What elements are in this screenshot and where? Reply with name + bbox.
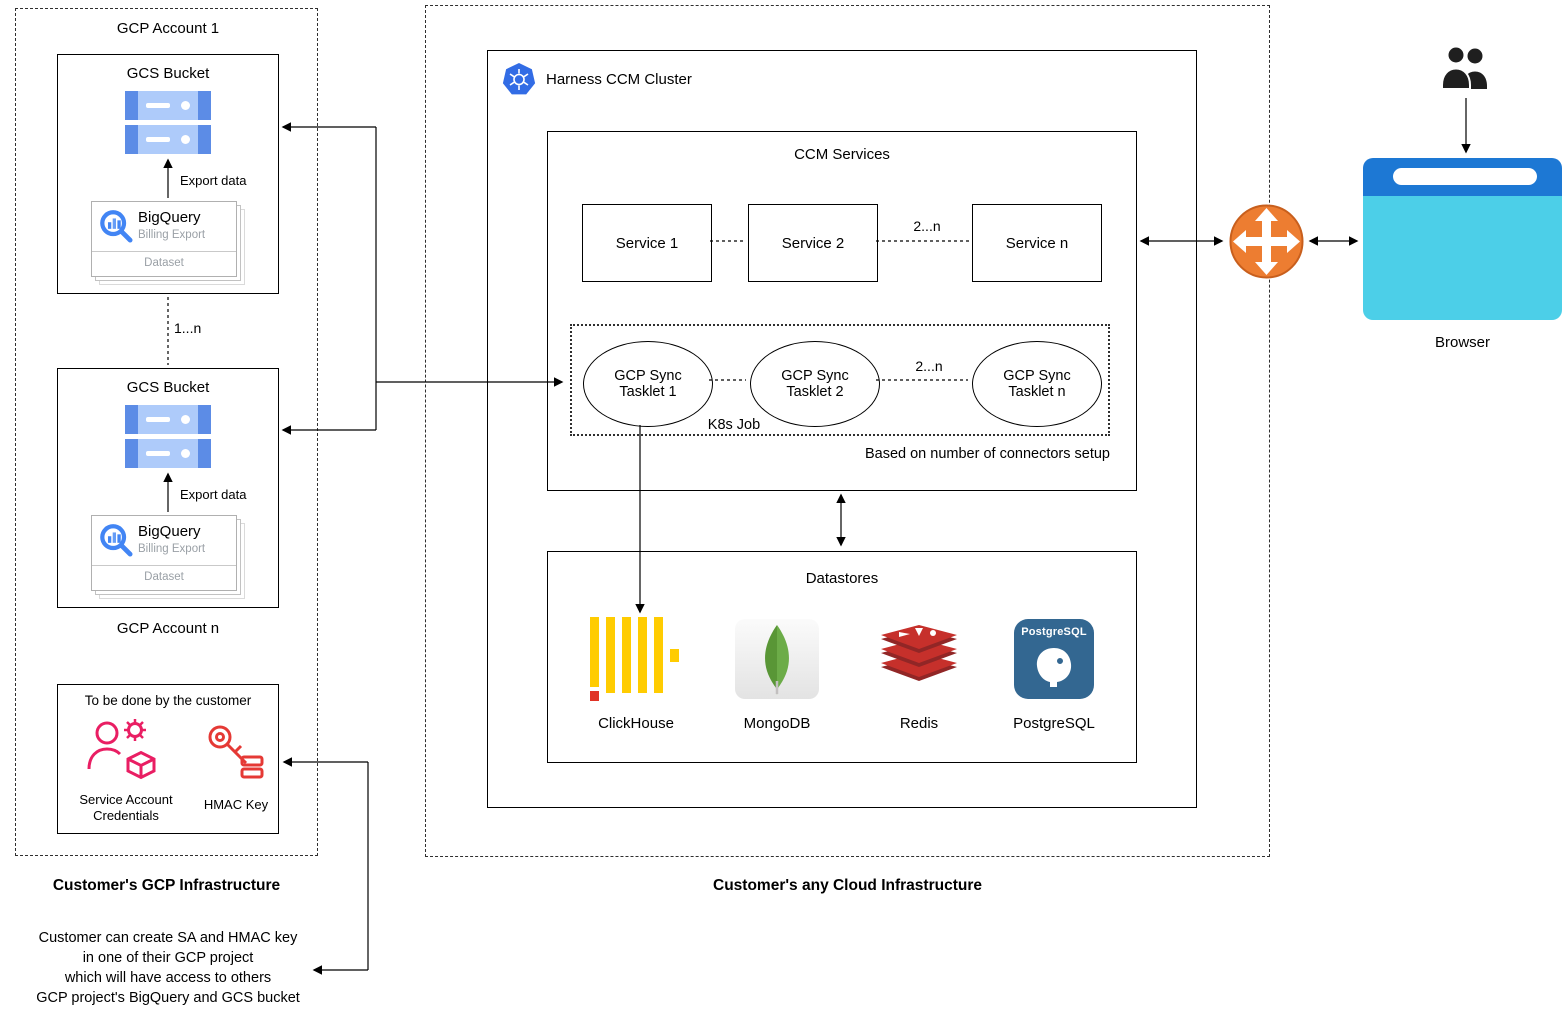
service-account-label: Service Account Credentials [79,792,173,824]
customer-note: Customer can create SA and HMAC key in o… [0,928,336,1008]
ccm-services-title: CCM Services [794,146,890,163]
bigquery-icon [100,210,133,243]
ccm-services-box: CCM Services Service 1 Service 2 Service… [547,131,1137,491]
service-2-label: Service 2 [781,234,845,252]
cloud-infra-region [425,5,1270,857]
browser-titlebar [1363,158,1562,196]
gcp-sync-tasklet-2: GCP Sync Tasklet 2 [750,341,880,427]
redis-icon [881,625,957,681]
datastore-clickhouse: ClickHouse [571,610,701,732]
harness-cluster-title: Harness CCM Cluster [546,71,692,88]
browser-label: Browser [1434,334,1490,351]
browser-viewport [1363,196,1562,320]
left-region-title: Customer's GCP Infrastructure [52,877,281,894]
service-n-box: Service n [972,204,1102,282]
bigquery-subtitle: Billing Export [138,543,206,555]
gcp-account-n-label: GCP Account n [116,620,220,637]
postgresql-icon: PostgreSQL [1014,619,1094,699]
gcs-bucket-box-n: GCS Bucket Export data BigQuery Billing … [57,368,279,608]
gcs-bucket-icon [125,405,211,473]
gcs-bucket-title: GCS Bucket [126,379,210,396]
tasklet-1-label: GCP Sync Tasklet 1 [614,368,682,400]
postgres-elephant-glyph [1036,648,1072,687]
users-icon [1441,45,1487,90]
tasklets-range-label: 2...n [915,358,943,374]
k8s-job-group: GCP Sync Tasklet 1 GCP Sync Tasklet 2 GC… [570,324,1110,436]
k8s-job-label: K8s Job [707,417,761,433]
redis-label: Redis [899,715,939,732]
note-line: GCP project's BigQuery and GCS bucket [36,990,300,1006]
gcp-account-1-label: GCP Account 1 [116,20,220,37]
bigquery-title: BigQuery [138,523,201,540]
service-2-box: Service 2 [748,204,878,282]
cloud-region-title: Customer's any Cloud Infrastructure [713,877,982,894]
hmac-key-label: HMAC Key [203,797,269,812]
datastores-box: Datastores [547,551,1137,763]
service-account-icon [87,719,156,780]
datastore-postgresql: PostgreSQL PostgreSQL [989,610,1119,732]
datastore-redis: Redis [854,610,984,732]
bigquery-card: BigQuery Billing Export Dataset [91,201,237,277]
export-data-label: Export data [180,487,247,502]
clickhouse-label: ClickHouse [598,715,674,732]
customer-todo-title: To be done by the customer [84,693,252,708]
bigquery-dataset-label: Dataset [92,565,236,583]
datastore-mongodb: MongoDB [712,610,842,732]
browser-address-bar [1393,168,1537,185]
customer-todo-box: To be done by the customer Service Accou… [57,684,279,834]
browser-icon [1363,158,1562,320]
hmac-key-icon [208,725,264,779]
harness-ccm-cluster-box: Harness CCM Cluster CCM Services Service… [487,50,1197,808]
note-line: Customer can create SA and HMAC key [38,930,298,946]
note-line: which will have access to others [64,970,272,986]
network-router-icon [1229,204,1304,279]
bigquery-dataset-label: Dataset [92,251,236,269]
connectors-note: Based on number of connectors setup [864,446,1110,462]
clickhouse-icon [590,617,679,701]
gcp-sync-tasklet-1: GCP Sync Tasklet 1 [583,341,713,427]
note-line: in one of their GCP project [82,950,254,966]
mongodb-label: MongoDB [743,715,811,732]
bigquery-subtitle: Billing Export [138,229,206,241]
gcs-bucket-title: GCS Bucket [126,65,210,82]
bigquery-card: BigQuery Billing Export Dataset [91,515,237,591]
bigquery-icon [100,524,133,557]
postgresql-label: PostgreSQL [1013,715,1095,732]
services-range-label: 2...n [913,218,941,234]
account-range-label: 1...n [174,320,202,336]
service-n-label: Service n [1005,234,1069,252]
kubernetes-icon [502,63,536,95]
export-data-label: Export data [180,173,247,188]
customer-gcp-region [15,8,318,856]
service-1-box: Service 1 [582,204,712,282]
tasklet-n-label: GCP Sync Tasklet n [1003,368,1071,400]
gcs-bucket-icon [125,91,211,159]
bigquery-title: BigQuery [138,209,201,226]
mongodb-icon [735,619,819,699]
tasklet-2-label: GCP Sync Tasklet 2 [781,368,849,400]
gcs-bucket-box-1: GCS Bucket Export data BigQuery Billing … [57,54,279,294]
gcp-sync-tasklet-n: GCP Sync Tasklet n [972,341,1102,427]
datastores-title: Datastores [805,570,879,587]
postgresql-icon-text: PostgreSQL [1021,626,1087,638]
service-1-label: Service 1 [615,234,679,252]
